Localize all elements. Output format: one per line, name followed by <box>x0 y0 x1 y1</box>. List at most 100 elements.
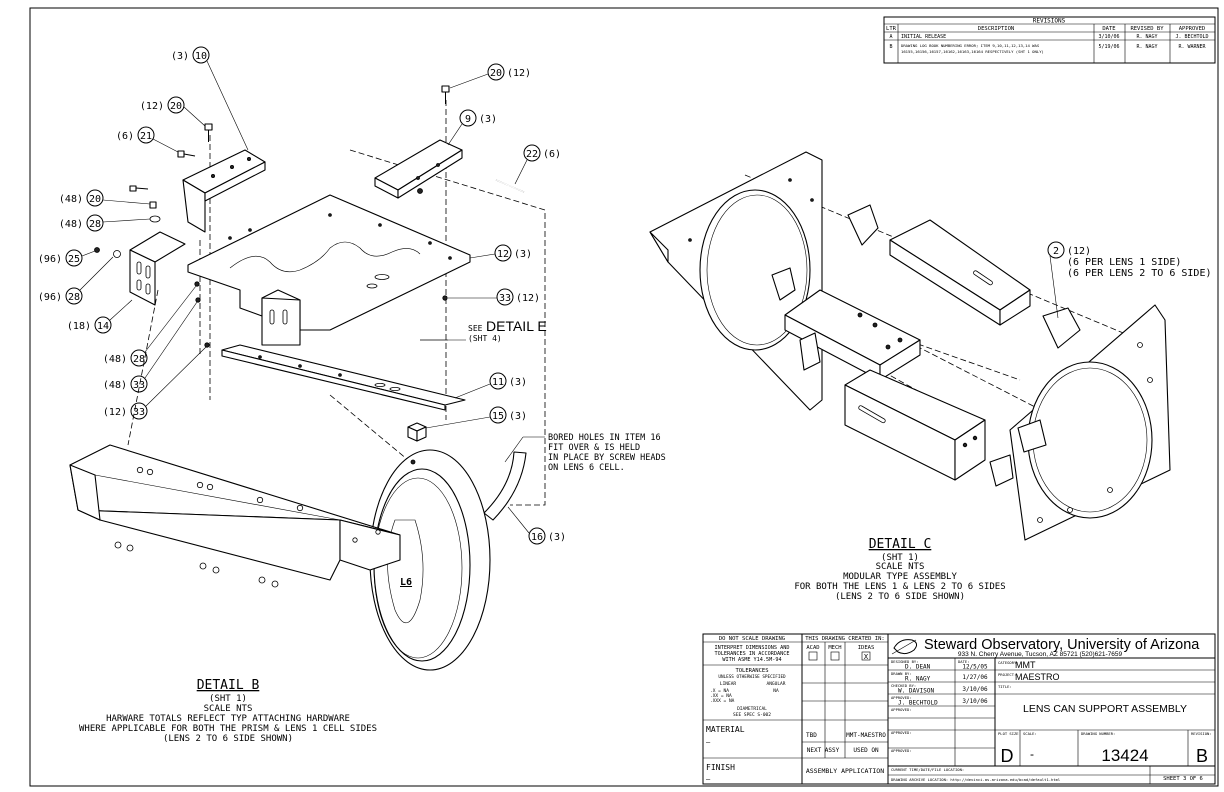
balloon-qty: (12) <box>103 407 127 418</box>
detail-b-line: (LENS 2 TO 6 SIDE SHOWN) <box>163 734 293 744</box>
detail-c-caption: DETAIL C (SHT 1) SCALE NTS MODULAR TYPE … <box>794 537 1005 602</box>
balloon-num: 15 <box>492 411 504 422</box>
checkbox-ideas <box>861 651 871 661</box>
rev-header-ltr: LTR <box>886 26 897 32</box>
balloon-num: 10 <box>195 51 207 62</box>
balloon-num: 25 <box>68 254 80 265</box>
detail-b-line: HARWARE TOTALS REFLECT TYP ATTACHING HAR… <box>106 714 350 724</box>
cad-acad: ACAD <box>806 645 819 651</box>
balloon-num: 11 <box>492 377 504 388</box>
detail-b-drawing: L6 <box>69 85 546 671</box>
drawing-number-label: DRAWING NUMBER: <box>1081 731 1115 736</box>
bored-holes-note: BORED HOLES IN ITEM 16 FIT OVER & IS HEL… <box>504 433 666 473</box>
cad-mech: MECH <box>828 645 841 651</box>
diametrical-label: DIAMETRICAL <box>737 706 767 712</box>
note-line: BORED HOLES IN ITEM 16 <box>548 433 661 443</box>
see-detail-sub: (SHT 4) <box>468 334 502 343</box>
rev-row-a-by: R. NAGY <box>1136 34 1157 40</box>
approved-label: APPROVED: <box>891 748 912 753</box>
title-block: DO NOT SCALE DRAWING INTERPRET DIMENSION… <box>702 633 1216 785</box>
tolerances-heading: TOLERANCES <box>735 668 768 674</box>
unless-text: UNLESS OTHERWISE SPECIFIED <box>718 674 786 680</box>
detail-c-line: FOR BOTH THE LENS 1 & LENS 2 TO 6 SIDES <box>794 582 1005 592</box>
tol-row: .X = NA <box>710 688 729 694</box>
current-time-label: CURRENT TIME/DATE/FILE LOCATION: <box>891 767 964 772</box>
detail-c-drawing <box>649 151 1171 541</box>
angular-label: ANGULAR <box>767 681 786 687</box>
callout-balloons: (3) 10 (12) 20 (6) 21 20 (12) 9 (3) 22 (… <box>38 46 566 545</box>
created-in: THIS DRAWING CREATED IN: <box>805 636 884 642</box>
org-name: Steward Observatory, University of Arizo… <box>924 637 1200 653</box>
rev-row-a-ltr: A <box>889 34 892 40</box>
balloon-num: 33 <box>133 407 145 418</box>
detail-b-line: SCALE NTS <box>204 704 253 714</box>
balloon-qty: (3) <box>171 51 189 62</box>
balloon-note: (6 PER LENS 1 SIDE) <box>1067 257 1181 268</box>
checked-by: W. DAVISON <box>898 688 935 695</box>
balloon-qty: (12) <box>507 68 531 79</box>
date-label: DATE: <box>958 659 969 664</box>
rev-row-b-approved: R. WARNER <box>1178 44 1206 50</box>
ideas-checked-mark: X <box>864 653 869 661</box>
detail-b-title: DETAIL B <box>197 678 260 693</box>
balloon-num: 12 <box>497 249 509 260</box>
designed-date: 12/5/05 <box>962 664 988 671</box>
archive-location: DRAWING ARCHIVE LOCATION: http://devinci… <box>891 777 1060 782</box>
tol-row: .XX = NA <box>710 693 732 699</box>
rev-header-by: REVISED BY <box>1130 26 1164 32</box>
designed-by-label: DESIGNED BY: <box>891 659 918 664</box>
drawn-by-label: DRAWN BY: <box>891 671 912 676</box>
balloon-qty: (3) <box>509 411 527 422</box>
note-line: IN PLACE BY SCREW HEADS <box>548 453 666 463</box>
rev-row-b-desc2: 16155,16156,16157,16162,16163,16164 RESP… <box>901 49 1044 54</box>
scale-label: SCALE: <box>1023 731 1037 736</box>
assembly-application: ASSEMBLY APPLICATION <box>806 767 884 775</box>
l6-label: L6 <box>400 577 412 588</box>
org-address: 933 N. Cherry Avenue, Tucson, AZ 85721 (… <box>958 651 1123 658</box>
balloon-qty: (48) <box>59 194 83 205</box>
rev-header-date: DATE <box>1102 26 1115 32</box>
balloon-num: 20 <box>490 68 502 79</box>
rev-row-a-desc: INITIAL RELEASE <box>901 34 946 40</box>
balloon-num: 28 <box>68 292 80 303</box>
balloon-qty: (18) <box>67 321 91 332</box>
approved-label: APPROVED: <box>891 730 912 735</box>
rev-row-a-approved: J. BECHTOLD <box>1175 34 1208 40</box>
balloon-num: 33 <box>499 293 511 304</box>
observatory-logo <box>893 639 918 655</box>
revision-label: REVISION: <box>1191 731 1212 736</box>
plot-size-label: PLOT SIZE <box>998 731 1019 736</box>
do-not-scale: DO NOT SCALE DRAWING <box>719 636 785 642</box>
detail-b-line: WHERE APPLICABLE FOR BOTH THE PRISM & LE… <box>79 724 377 734</box>
title-label: TITLE: <box>998 684 1012 689</box>
drawing-title: LENS CAN SUPPORT ASSEMBLY <box>1023 703 1187 715</box>
category-label: CATEGORY: <box>998 660 1019 665</box>
sheet-border <box>29 7 1219 787</box>
designed-by: D. DEAN <box>905 664 931 671</box>
plot-size: D <box>1001 746 1014 766</box>
interpret-line: TOLERANCES IN ACCORDANCE <box>715 651 790 657</box>
balloon-num: 16 <box>531 532 543 543</box>
balloon-num: 33 <box>133 380 145 391</box>
checkbox-acad <box>808 651 818 661</box>
finish-value: – <box>706 775 711 783</box>
project-label: PROJECT: <box>998 672 1016 677</box>
balloon-num: 2 <box>1053 246 1059 257</box>
balloon-num: 9 <box>465 114 471 125</box>
balloon-qty: (48) <box>103 380 127 391</box>
rev-row-b-desc1: DRAWING LOG BOOK NUMBERING ERROR; ITEM 9… <box>901 43 1040 48</box>
material-value: – <box>706 738 711 746</box>
linear-label: LINEAR <box>720 681 737 687</box>
balloon-num: 22 <box>526 149 538 160</box>
used-on-label: USED ON <box>853 747 879 754</box>
rev-row-b-by: R. NAGY <box>1136 44 1157 50</box>
balloon-qty: (96) <box>38 254 62 265</box>
sheet-number: SHEET 3 OF 6 <box>1163 776 1203 782</box>
see-detail-e-callout: SEE DETAIL E (SHT 4) <box>420 318 547 343</box>
category: MMT <box>1015 660 1036 670</box>
rev-row-a-date: 3/10/06 <box>1098 34 1119 40</box>
balloon-qty: (96) <box>38 292 62 303</box>
revisions-title: REVISIONS <box>1033 18 1066 25</box>
balloon-qty: (12) <box>516 293 540 304</box>
detail-c-line: (LENS 2 TO 6 SIDE SHOWN) <box>835 592 965 602</box>
